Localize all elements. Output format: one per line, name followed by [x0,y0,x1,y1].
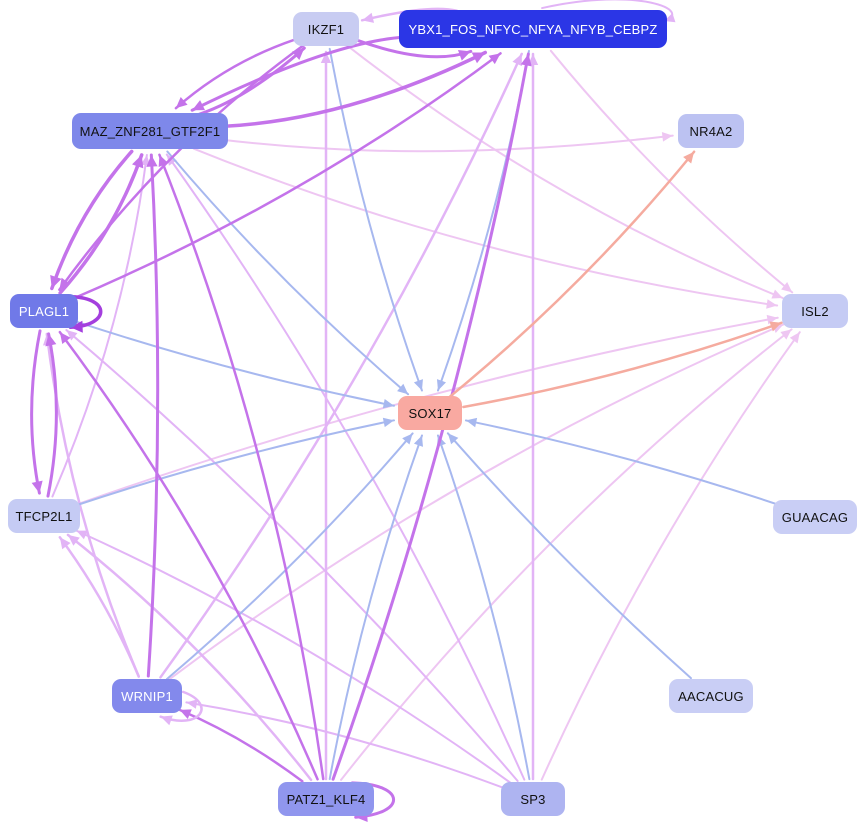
node-label: WRNIP1 [121,688,173,704]
node-wrnip1[interactable]: WRNIP1 [112,679,182,713]
node-ikzf1[interactable]: IKZF1 [293,12,359,46]
node-ybx1-complex[interactable]: YBX1_FOS_NFYC_NFYA_NFYB_CEBPZ [399,10,667,48]
node-label: NR4A2 [689,123,733,139]
node-maz-znf281-gtf2f1[interactable]: MAZ_ZNF281_GTF2F1 [72,113,228,149]
node-label: MAZ_ZNF281_GTF2F1 [79,123,221,139]
node-isl2[interactable]: ISL2 [782,294,848,328]
node-label: IKZF1 [307,21,345,37]
node-guaacag[interactable]: GUAACAG [773,500,857,534]
node-label: PLAGL1 [18,303,70,319]
node-sp3[interactable]: SP3 [501,782,565,816]
node-patz1-klf4[interactable]: PATZ1_KLF4 [278,782,374,816]
node-label: SP3 [520,791,546,807]
node-label: SOX17 [408,405,452,421]
node-aacacug[interactable]: AACACUG [669,679,753,713]
node-nr4a2[interactable]: NR4A2 [678,114,744,148]
node-label: AACACUG [678,688,744,704]
node-plagl1[interactable]: PLAGL1 [10,294,78,328]
node-label: TFCP2L1 [15,508,73,524]
node-label: GUAACAG [781,509,849,525]
node-label: YBX1_FOS_NFYC_NFYA_NFYB_CEBPZ [408,21,658,37]
node-sox17[interactable]: SOX17 [398,396,462,430]
node-tfcp2l1[interactable]: TFCP2L1 [8,499,80,533]
node-label: PATZ1_KLF4 [286,791,366,807]
node-label: ISL2 [801,303,829,319]
